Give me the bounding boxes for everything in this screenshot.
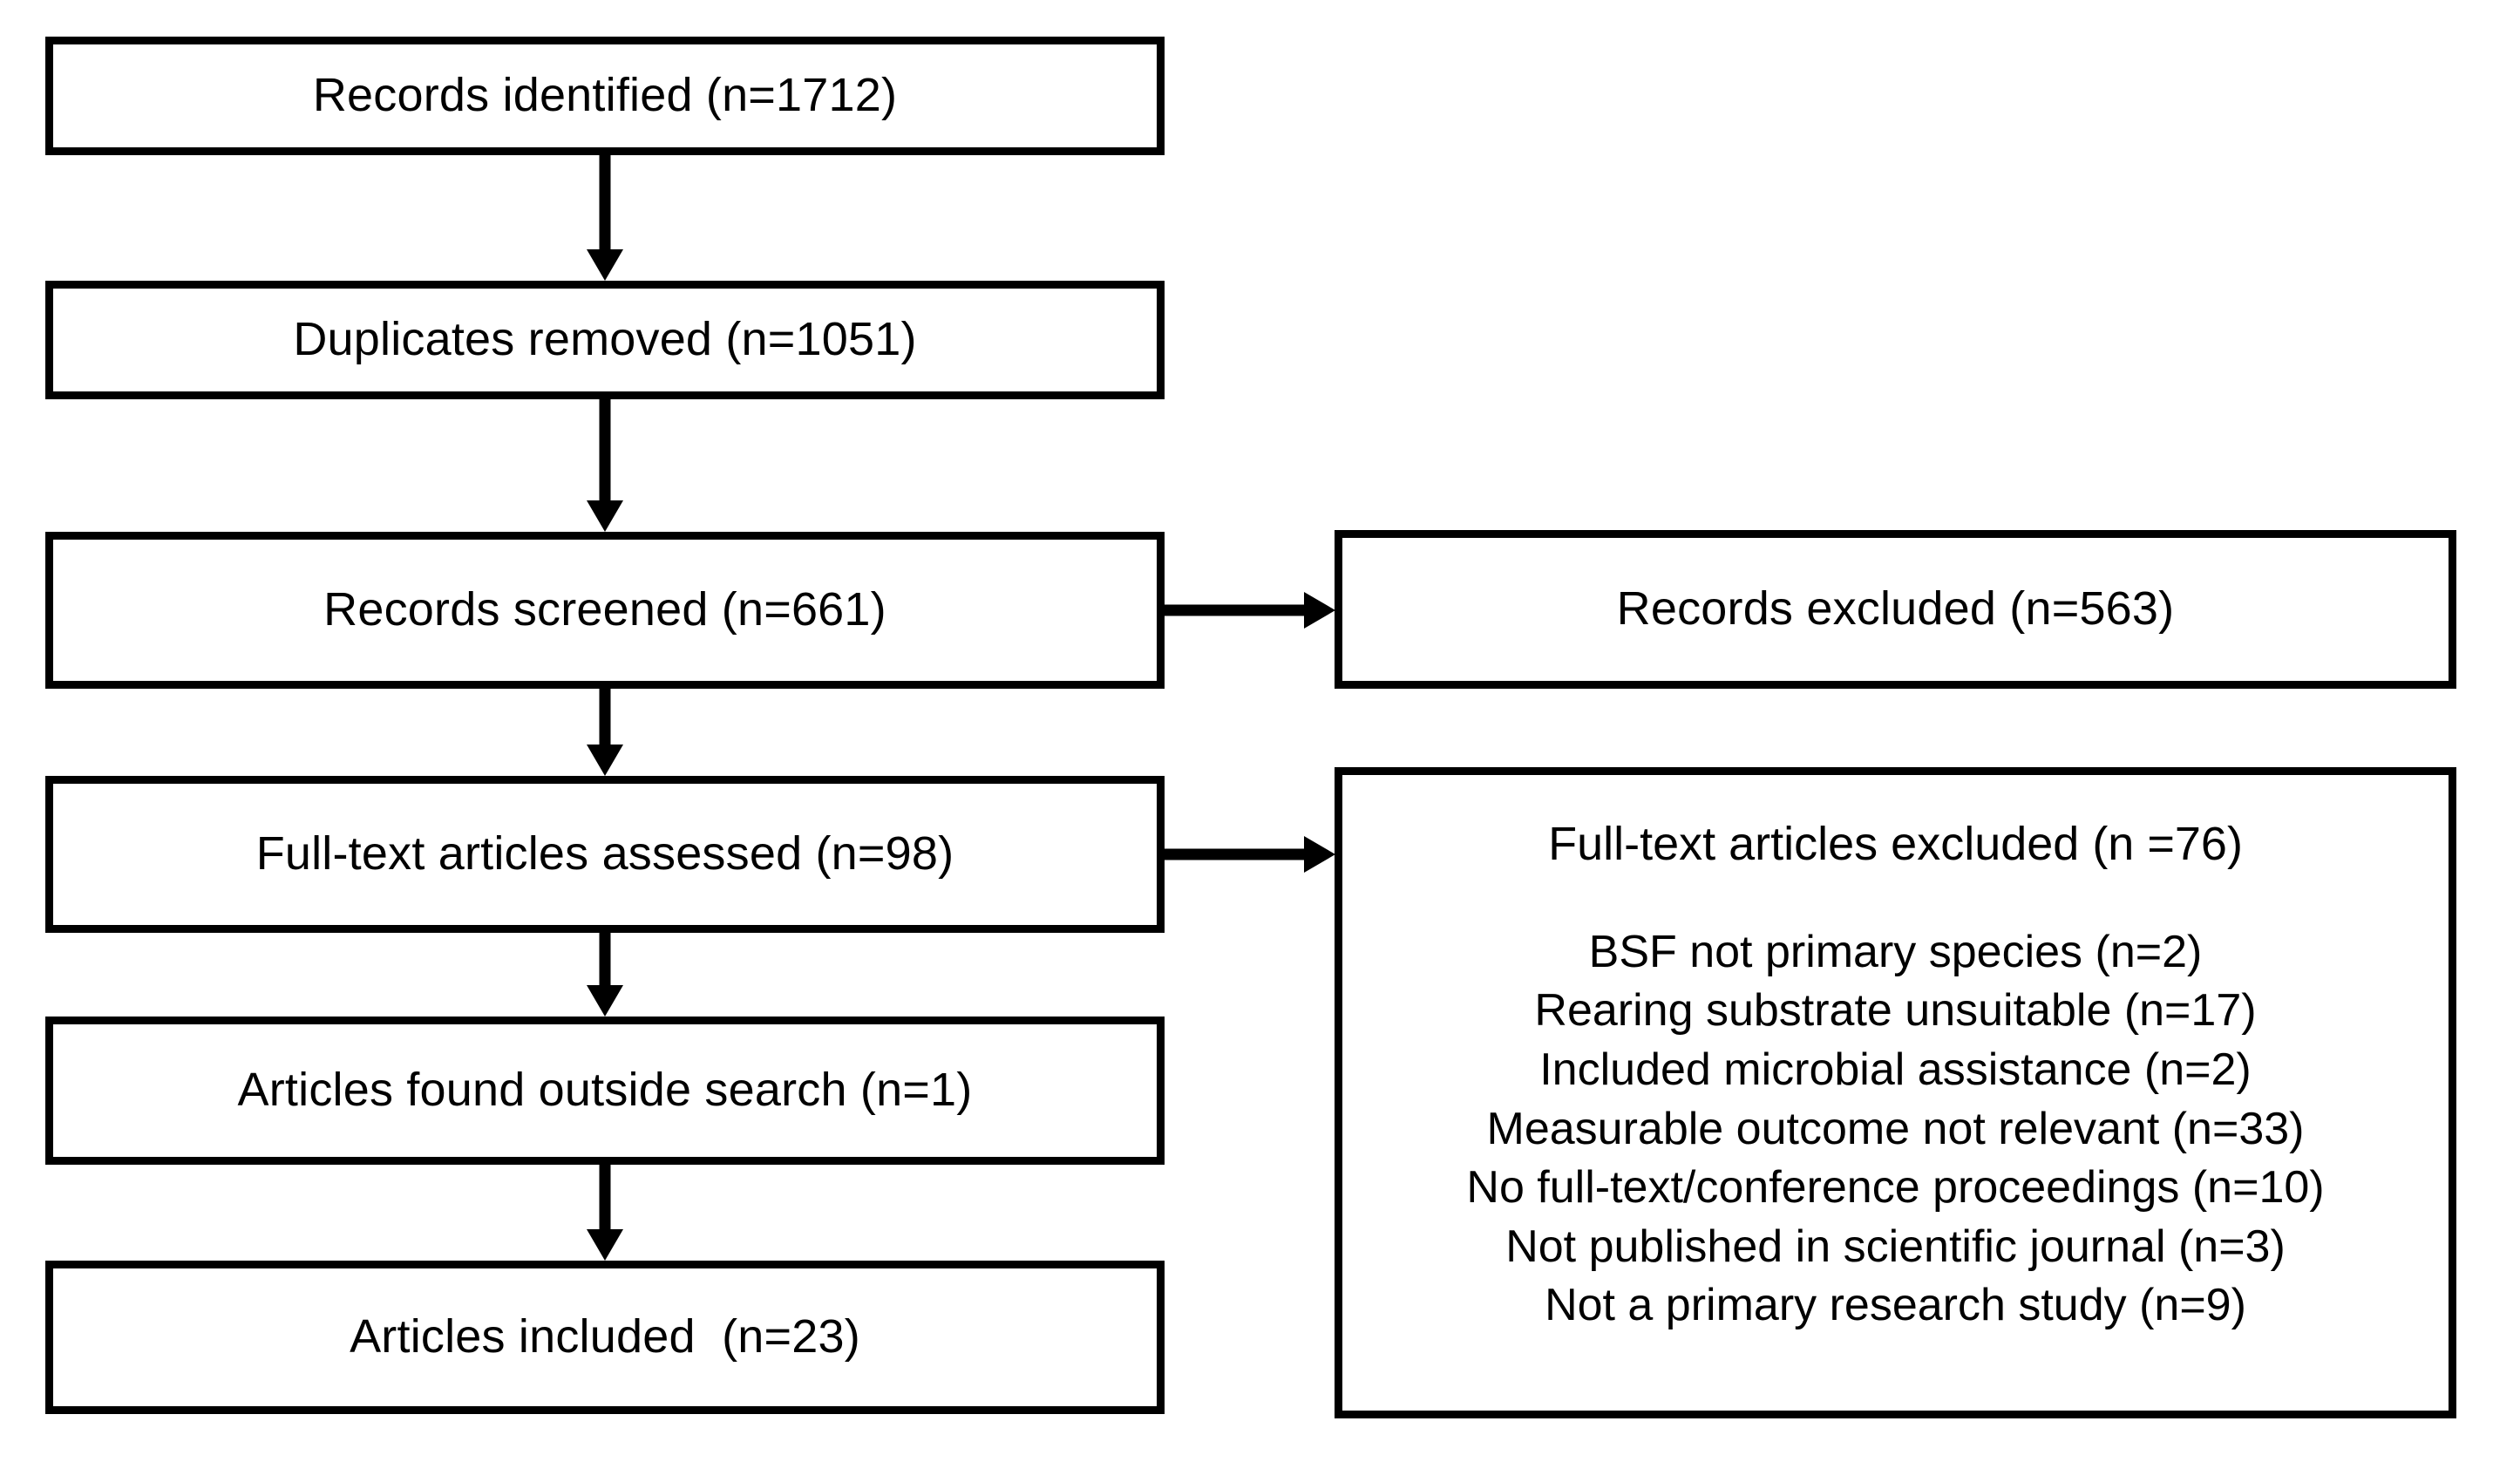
reason-item: BSF not primary species (n=2) <box>1588 926 2203 977</box>
arrow-stem <box>599 399 611 504</box>
box-records-screened: Records screened (n=661) <box>45 532 1165 689</box>
reason-item: Not published in scientific journal (n=3… <box>1505 1221 2286 1272</box>
reason-item: Rearing substrate unsuitable (n=17) <box>1534 985 2257 1037</box>
arrow-head <box>1304 592 1335 629</box>
full-text-excluded-reason-list: BSF not primary species (n=2) Rearing su… <box>1466 923 2324 1336</box>
arrow-outside-search-to-included <box>586 1165 624 1261</box>
arrow-head <box>587 249 623 281</box>
box-label-articles-included: Articles included (n=23) <box>350 1310 860 1363</box>
full-text-excluded-title: Full-text articles excluded (n =76) <box>1548 818 2243 870</box>
arrow-head <box>1304 836 1335 873</box>
box-label-records-excluded: Records excluded (n=563) <box>1616 582 2175 636</box>
arrow-screened-to-fulltext <box>586 689 624 776</box>
box-records-excluded: Records excluded (n=563) <box>1335 530 2456 689</box>
box-label-duplicates-removed: Duplicates removed (n=1051) <box>293 313 917 366</box>
arrow-fulltext-to-outside-search <box>586 933 624 1017</box>
arrow-stem <box>599 155 611 253</box>
box-articles-found-outside-search: Articles found outside search (n=1) <box>45 1017 1165 1165</box>
box-label-records-identified: Records identified (n=1712) <box>312 69 898 122</box>
box-full-text-excluded: Full-text articles excluded (n =76) BSF … <box>1335 767 2456 1418</box>
arrow-head <box>587 985 623 1017</box>
arrow-fulltext-to-fulltext-excluded <box>1165 835 1335 874</box>
arrow-duplicates-to-screened <box>586 399 624 532</box>
reason-item: Measurable outcome not relevant (n=33) <box>1486 1103 2305 1154</box>
arrow-screened-to-excluded <box>1165 591 1335 629</box>
arrow-head <box>587 1229 623 1261</box>
box-full-text-assessed: Full-text articles assessed (n=98) <box>45 776 1165 933</box>
box-records-identified: Records identified (n=1712) <box>45 37 1165 155</box>
arrow-head <box>587 500 623 532</box>
arrow-stem <box>599 933 611 989</box>
reason-item: Not a primary research study (n=9) <box>1545 1280 2246 1331</box>
arrow-stem <box>599 689 611 748</box>
box-label-articles-found-outside-search: Articles found outside search (n=1) <box>237 1064 973 1117</box>
arrow-identified-to-duplicates <box>586 155 624 281</box>
arrow-stem <box>599 1165 611 1233</box>
reason-item: Included microbial assistance (n=2) <box>1539 1044 2252 1095</box>
box-label-full-text-assessed: Full-text articles assessed (n=98) <box>255 827 954 881</box>
arrow-stem <box>1165 848 1308 860</box>
arrow-stem <box>1165 604 1308 616</box>
box-duplicates-removed: Duplicates removed (n=1051) <box>45 281 1165 399</box>
box-articles-included: Articles included (n=23) <box>45 1261 1165 1414</box>
reason-item: No full-text/conference proceedings (n=1… <box>1466 1162 2325 1214</box>
arrow-head <box>587 745 623 776</box>
box-label-records-screened: Records screened (n=661) <box>323 583 886 636</box>
